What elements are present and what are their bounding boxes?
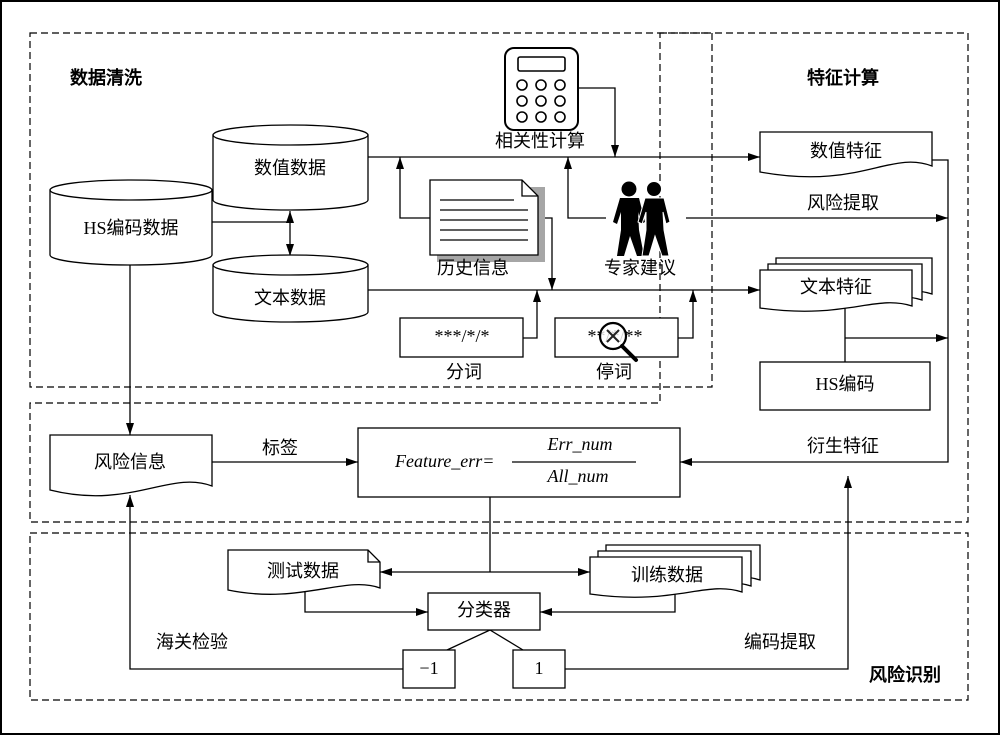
derived-features-label: 衍生特征 xyxy=(807,436,879,456)
node-numeric-data: 数值数据 xyxy=(212,124,369,211)
train-data-label: 训练数据 xyxy=(631,565,703,585)
people-icon xyxy=(613,181,671,257)
formula-lhs: Feature_err= xyxy=(394,451,494,471)
document-icon xyxy=(429,179,545,262)
arrow-expert-to-numeric-flow xyxy=(564,157,606,219)
node-numeric-features: 数值特征 xyxy=(759,131,933,178)
classifier-label: 分类器 xyxy=(457,600,511,620)
arrow-features-to-formula xyxy=(680,159,949,466)
arrow-stopwords-to-text-flow xyxy=(678,290,697,339)
node-text-data: 文本数据 xyxy=(212,254,369,323)
node-positive-class: 1 xyxy=(512,649,566,689)
region-title-feature-calculation: 特征计算 xyxy=(807,67,879,88)
node-hs-code-data: HS编码数据 xyxy=(49,179,213,266)
risk-info-label: 风险信息 xyxy=(94,452,166,472)
segmentation-sample-text: ***/*/* xyxy=(434,326,489,346)
region-risk-identification xyxy=(29,532,969,701)
risk-extraction-label: 风险提取 xyxy=(807,193,879,213)
arrow-test-data-to-classifier xyxy=(304,590,428,616)
region-feature-calculation xyxy=(29,32,969,523)
hs-code-data-label: HS编码数据 xyxy=(83,218,178,238)
code-extraction-label: 编码提取 xyxy=(744,632,816,652)
text-data-label: 文本数据 xyxy=(254,288,326,308)
region-title-risk-identification: 风险识别 xyxy=(869,664,941,685)
arrow-positive-code-extraction xyxy=(565,476,852,670)
connector-classifier-to-positive xyxy=(489,629,524,651)
correlation-calculation-label: 相关性计算 xyxy=(495,131,585,151)
negative-class-label: −1 xyxy=(419,658,438,678)
node-segmentation-sample: ***/*/* xyxy=(399,317,524,358)
formula-numerator: Err_num xyxy=(546,434,612,454)
hs-code-label: HS编码 xyxy=(815,374,874,394)
node-train-data: 训练数据 xyxy=(589,544,761,598)
label-edge-text: 标签 xyxy=(262,438,298,458)
region-title-data-cleaning: 数据清洗 xyxy=(70,67,142,88)
node-formula: Feature_err= Err_num All_num xyxy=(357,427,681,498)
node-negative-class: −1 xyxy=(402,649,456,689)
arrow-segmentation-to-text-flow xyxy=(523,290,541,339)
expert-advice-label: 专家建议 xyxy=(604,258,676,278)
node-hs-code: HS编码 xyxy=(759,361,931,411)
node-test-data: 测试数据 xyxy=(227,549,381,595)
arrow-negative-customs-inspection xyxy=(126,495,403,670)
node-text-features: 文本特征 xyxy=(759,257,933,312)
formula-denominator: All_num xyxy=(547,466,609,486)
connector-classifier-to-negative xyxy=(446,629,491,651)
connectors xyxy=(126,87,949,670)
node-classifier: 分类器 xyxy=(427,592,541,631)
node-risk-info: 风险信息 xyxy=(49,434,213,497)
arrow-history-to-numeric-flow xyxy=(396,157,430,219)
numeric-features-label: 数值特征 xyxy=(810,141,882,161)
arrow-train-data-to-classifier xyxy=(540,594,676,616)
arrow-correlation-to-numeric-flow xyxy=(578,87,619,157)
test-data-label: 测试数据 xyxy=(267,561,339,581)
arrow-history-to-text-flow xyxy=(545,217,556,290)
text-features-label: 文本特征 xyxy=(800,277,872,297)
positive-class-label: 1 xyxy=(535,658,544,678)
segmentation-label: 分词 xyxy=(446,362,482,382)
numeric-data-label: 数值数据 xyxy=(254,158,326,178)
stopwords-label: 停词 xyxy=(596,362,632,382)
customs-inspection-label: 海关检验 xyxy=(156,632,228,652)
calculator-icon xyxy=(504,47,579,131)
magnifier-icon xyxy=(598,321,638,362)
region-data-cleaning xyxy=(29,32,713,388)
history-info-label: 历史信息 xyxy=(437,258,509,278)
